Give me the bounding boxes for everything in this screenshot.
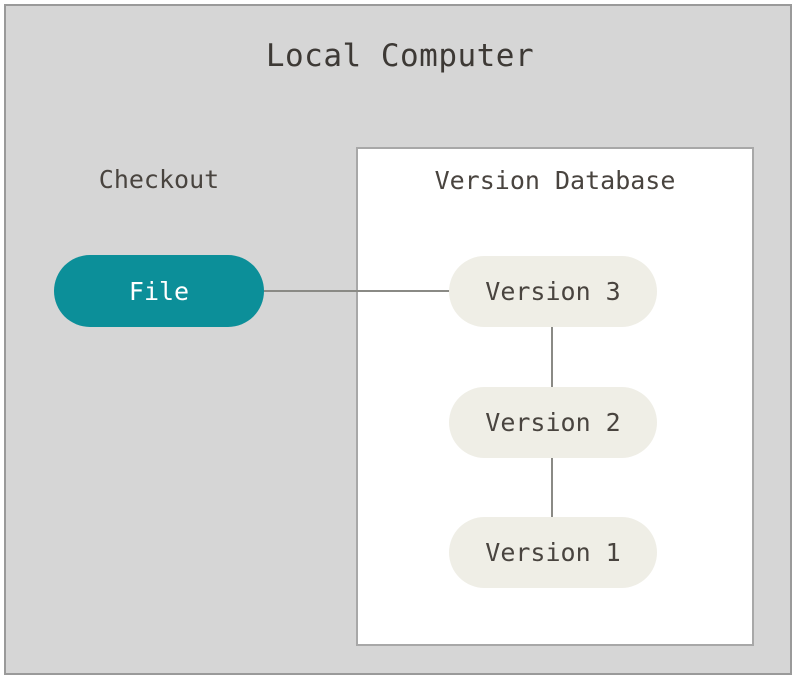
connector-file-to-version-3 xyxy=(261,290,453,292)
checkout-section-label: Checkout xyxy=(98,165,220,194)
connector-version-2-to-version-1 xyxy=(551,454,553,520)
version-database-label: Version Database xyxy=(434,166,676,195)
node-version-1[interactable]: Version 1 xyxy=(449,517,657,588)
connector-version-3-to-version-2 xyxy=(551,324,553,390)
node-file[interactable]: File xyxy=(54,255,264,327)
node-version-3[interactable]: Version 3 xyxy=(449,256,657,327)
node-version-2[interactable]: Version 2 xyxy=(449,387,657,458)
local-computer-frame: Local Computer Checkout Version Database… xyxy=(4,4,792,675)
page-title: Local Computer xyxy=(265,38,535,74)
